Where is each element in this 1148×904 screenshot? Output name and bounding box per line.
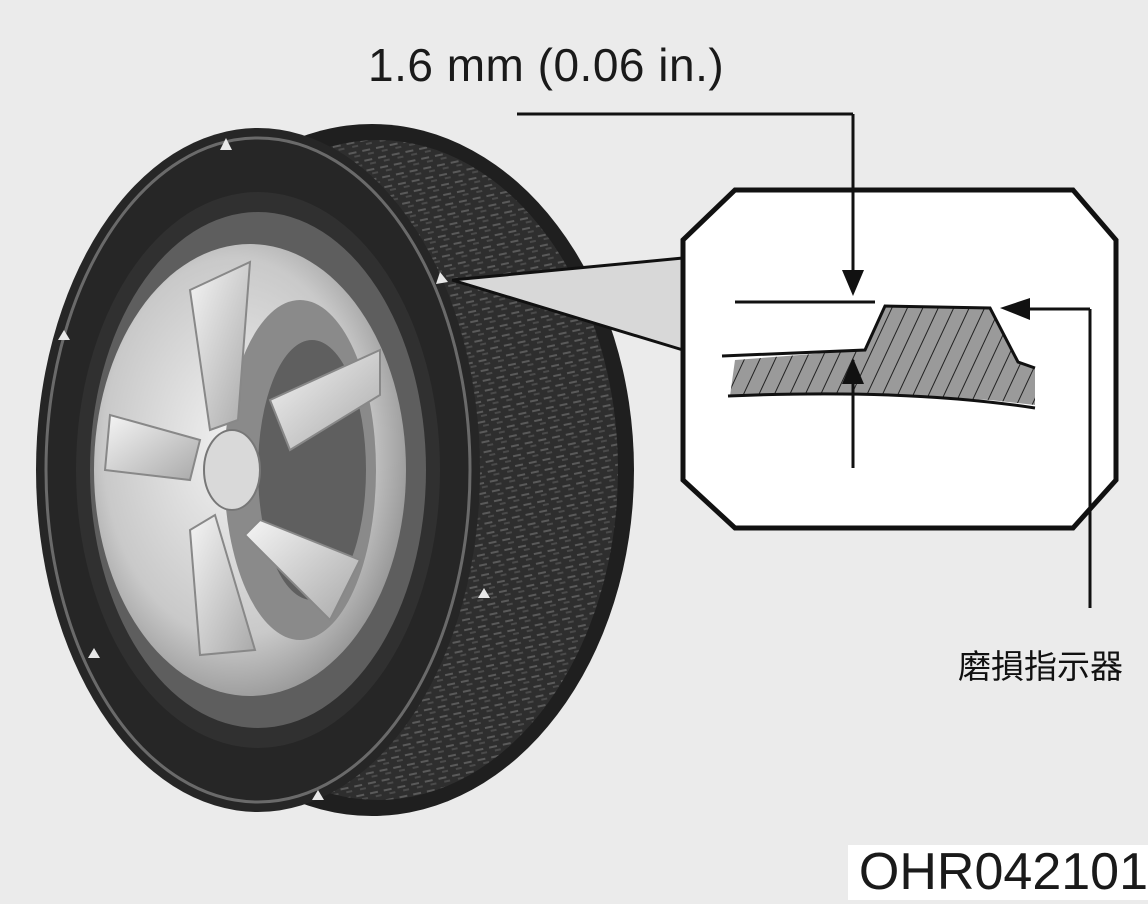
tread-cross-section	[721, 304, 1036, 410]
figure-code: OHR042101	[848, 845, 1148, 900]
hubcap	[94, 244, 406, 696]
wear-indicator-pointer	[1000, 298, 1092, 608]
wear-indicator-label: 磨損指示器	[958, 647, 1123, 686]
hub-center-cap	[203, 429, 261, 511]
tread-depth-label: 1.6 mm (0.06 in.)	[368, 39, 725, 91]
wear-indicator-markers	[58, 138, 490, 800]
tread-depth-dimension	[517, 112, 875, 468]
callout-leader	[451, 256, 684, 352]
